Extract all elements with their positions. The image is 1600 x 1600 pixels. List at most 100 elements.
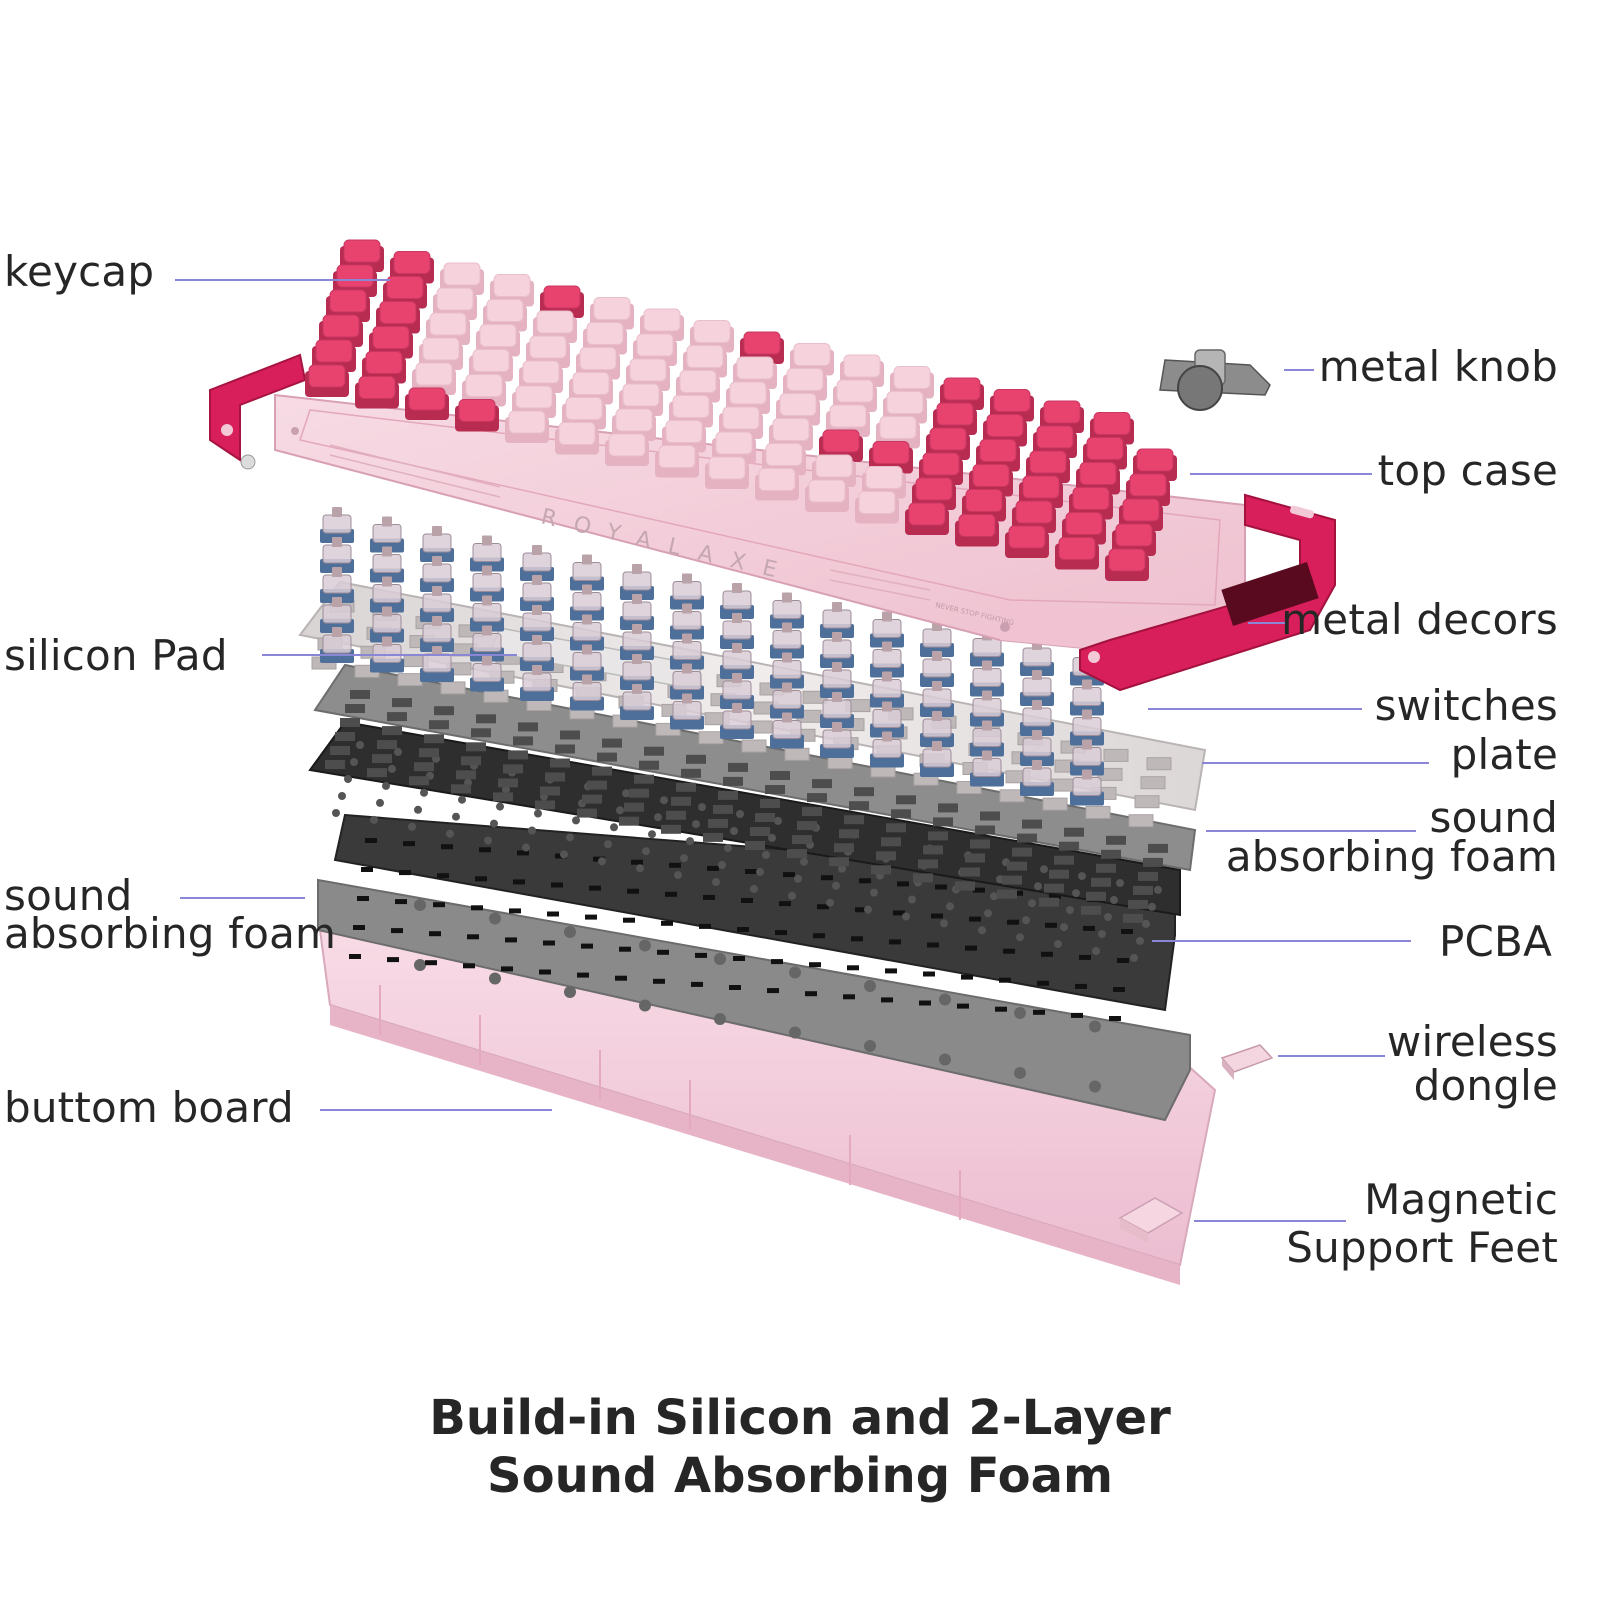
keycaps-part — [305, 239, 1177, 581]
pcb-component — [817, 904, 829, 910]
switch-stem — [982, 690, 992, 701]
pcb-component — [661, 920, 673, 926]
switch-stem — [1032, 760, 1042, 770]
bottom-foam-hole — [864, 1040, 876, 1052]
pcb-component — [809, 962, 821, 968]
keycap-top — [558, 422, 596, 445]
keycap-top — [1079, 462, 1117, 485]
plate-foam-hole — [708, 818, 728, 828]
label-metal-decors: metal decors — [1281, 595, 1558, 644]
keycap-top — [1093, 412, 1131, 435]
switch-housing — [722, 650, 752, 670]
upper-foam-hole — [1028, 899, 1036, 908]
plate-foam-hole — [1128, 899, 1148, 909]
keycap-top — [1129, 473, 1167, 497]
plate-hole — [1103, 748, 1129, 762]
plate-foam-hole — [723, 776, 743, 786]
upper-foam-hole — [534, 809, 542, 818]
metal-decors-leader-line — [1248, 622, 1286, 624]
upper-foam-hole — [946, 902, 954, 911]
pcb-component — [729, 985, 741, 990]
upper-foam-hole — [350, 758, 358, 766]
upper-foam-hole — [338, 792, 346, 800]
pcb-component — [505, 937, 517, 943]
pcb-component — [1041, 951, 1053, 957]
plate-foam-hole — [639, 760, 659, 770]
pcb-component — [665, 891, 677, 897]
label-switches: switches — [1374, 681, 1558, 730]
switch-housing — [822, 729, 852, 749]
pcb-component — [691, 981, 703, 987]
plate-foam-hole — [807, 793, 827, 803]
switch-housing — [972, 728, 1002, 747]
keycap-top — [522, 360, 560, 384]
pcb-component — [973, 887, 985, 893]
switch-housing — [722, 590, 752, 610]
pcb-component — [745, 869, 757, 874]
label-foam-left-1: sound — [4, 871, 133, 920]
pcb-component — [539, 969, 551, 975]
switch-housing — [322, 514, 352, 534]
switch-stem — [532, 635, 542, 645]
label-pcba: PCBA — [1439, 917, 1552, 966]
upper-foam-hole — [502, 785, 510, 794]
switch-stem — [582, 584, 592, 595]
upper-foam-hole — [1034, 882, 1042, 891]
upper-foam-hole — [774, 816, 782, 825]
keycap-top — [493, 274, 531, 297]
plate-foam-hole — [387, 712, 407, 722]
plate-foam-hole — [745, 841, 765, 850]
pcb-component — [1007, 919, 1019, 925]
upper-foam-hole — [1116, 879, 1124, 887]
plate-foam-hole — [350, 690, 370, 699]
switch-stem — [532, 575, 542, 585]
upper-foam-hole — [610, 823, 618, 832]
switch-housing — [772, 720, 802, 739]
pcb-component — [847, 965, 859, 971]
pcb-component — [403, 841, 415, 847]
pcb-component — [517, 850, 529, 856]
keycap-top — [622, 383, 660, 407]
keycap-top — [722, 406, 760, 430]
feet-leader-line — [1194, 1220, 1346, 1222]
plate-foam-hole — [424, 734, 444, 744]
keycap-top — [1072, 487, 1110, 510]
bottom-foam-hole — [1014, 1007, 1026, 1019]
plate-foam-hole — [602, 738, 622, 748]
switch-housing — [822, 639, 852, 659]
switch-housing — [1072, 777, 1102, 796]
pcb-component — [441, 844, 453, 850]
pcb-component — [623, 917, 635, 923]
switch-housing — [622, 601, 652, 621]
bottom-foam-hole — [864, 980, 876, 992]
plate-foam-hole — [886, 823, 906, 833]
upper-foam-hole — [572, 816, 580, 825]
switch-stem — [1032, 730, 1042, 740]
pcb-component — [1033, 1009, 1045, 1015]
keycap-top — [736, 356, 774, 380]
upper-foam-hole — [382, 781, 390, 790]
caption-line-2: Sound Absorbing Foam — [487, 1448, 1113, 1504]
keycap-top — [343, 239, 381, 263]
keycap-top — [972, 464, 1010, 487]
plate-foam-hole — [540, 786, 560, 796]
keycap-top — [465, 374, 503, 397]
keycap-top — [379, 301, 417, 324]
pcb-component — [395, 899, 407, 905]
switch-housing — [972, 638, 1002, 657]
switch-housing — [872, 649, 902, 668]
upper-foam-hole — [414, 805, 422, 814]
switch-housing — [872, 739, 902, 758]
plate-foam-hole — [871, 865, 891, 875]
plate-foam-hole — [1007, 861, 1027, 871]
upper-foam-hole — [636, 864, 644, 873]
switch-stem — [782, 652, 792, 663]
pcb-component — [589, 885, 601, 891]
plate-foam-hole — [508, 750, 528, 760]
plate-hole — [827, 756, 853, 770]
pcb-component — [741, 898, 753, 903]
switch-stem — [832, 602, 842, 612]
label-foam-right-2: absorbing foam — [1225, 832, 1558, 881]
upper-foam-hole — [1136, 936, 1144, 945]
